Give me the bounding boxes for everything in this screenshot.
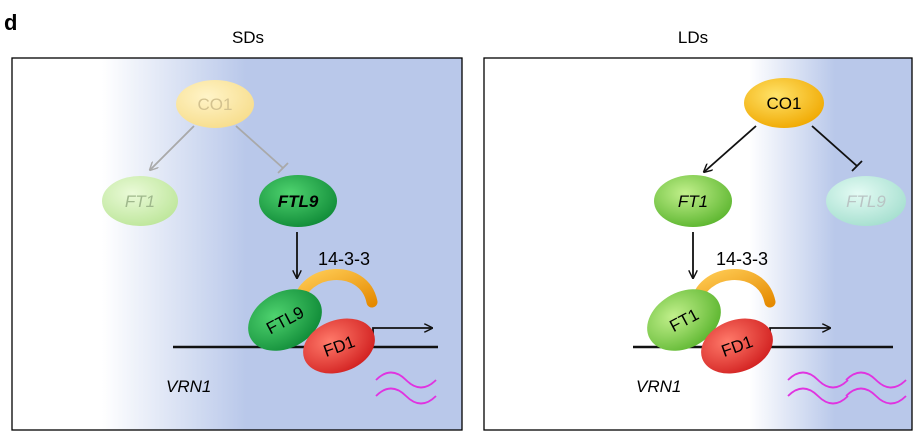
- label-ftl9-active: FTL9: [278, 192, 319, 211]
- transcript-wave: [375, 371, 437, 389]
- node-ft1-faded: [102, 176, 178, 226]
- node-fd1: [303, 318, 375, 374]
- label-14-3-3: 14-3-3: [318, 249, 370, 269]
- panel-frame-lds: [483, 57, 913, 431]
- edge-co1-ft1: [704, 125, 757, 172]
- transcripts-lds: [787, 371, 907, 405]
- label-co1-active: CO1: [767, 94, 802, 113]
- transcript-wave: [787, 387, 849, 405]
- transcript-wave: [845, 371, 907, 389]
- panel-short-days: SDs CO1 FT1 FTL9 14-3-3 FTL9 FD1 VRN1: [11, 28, 463, 431]
- label-co1-faded: CO1: [198, 95, 233, 114]
- transcript-wave: [787, 371, 849, 389]
- node-co1-faded: [176, 80, 254, 128]
- node-ftl9-active: [259, 175, 337, 227]
- node-ftl9-faded: [826, 176, 906, 226]
- repression-bar: [277, 162, 289, 174]
- transcript-wave: [375, 387, 437, 405]
- panel-title-sds: SDs: [232, 28, 264, 47]
- label-vrn1: VRN1: [166, 377, 211, 396]
- transcript-wave: [845, 387, 907, 405]
- label-vrn1: VRN1: [636, 377, 681, 396]
- edge-co1-ftl9-repression: [811, 125, 858, 167]
- repression-bar: [851, 160, 863, 172]
- panel-title-lds: LDs: [678, 28, 708, 47]
- panel-letter: d: [4, 10, 17, 35]
- label-ft1-faded: FT1: [125, 192, 155, 211]
- edge-co1-ftl9-repression-faded: [235, 125, 284, 169]
- edge-co1-ft1-faded: [150, 125, 195, 170]
- node-co1-active: [744, 78, 824, 128]
- label-ft1-active: FT1: [678, 192, 708, 211]
- label-14-3-3: 14-3-3: [716, 249, 768, 269]
- label-ftl9-faded: FTL9: [846, 192, 886, 211]
- node-ft1-complex: [647, 289, 721, 351]
- node-fd1: [701, 318, 773, 374]
- transcripts-sds: [375, 371, 437, 405]
- panel-long-days: LDs CO1 FT1 FTL9 14-3-3 FT1 FD1 VRN1: [483, 28, 913, 431]
- node-ftl9-complex: [248, 289, 322, 351]
- node-ft1-active: [654, 175, 732, 227]
